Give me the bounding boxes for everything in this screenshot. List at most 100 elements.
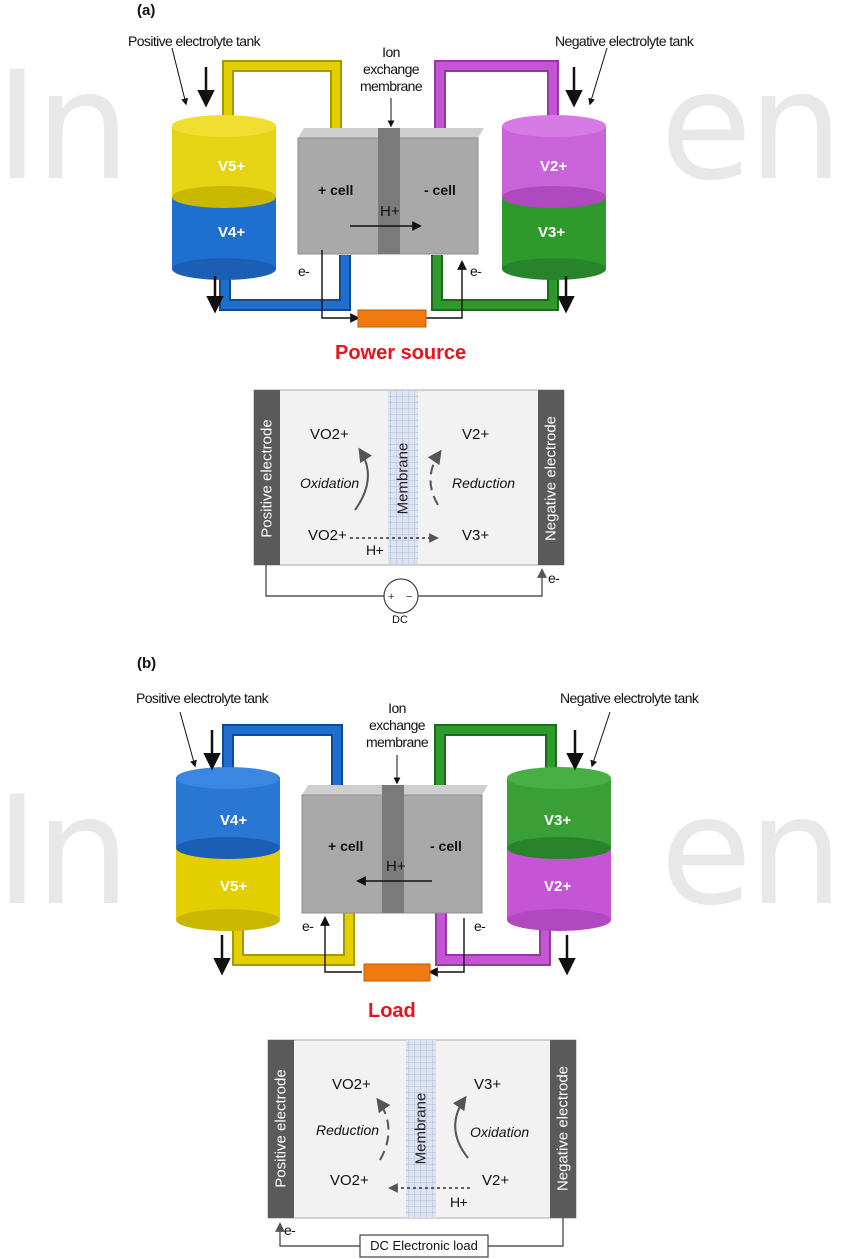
electrode-pos-label-a: Positive electrode <box>258 419 276 538</box>
dc-source-a <box>383 578 419 614</box>
pos-cell-label-a: + cell <box>318 182 354 198</box>
membrane-callout-line1-a: Ion <box>382 44 400 60</box>
tank-neg-top-species-b: V3+ <box>544 812 572 829</box>
resistor-a <box>357 309 427 328</box>
schem-proton-b: H+ <box>450 1194 468 1210</box>
wire-right-a <box>426 260 467 319</box>
neg-cell-label-a: - cell <box>424 182 456 198</box>
callout-positive-tank-b <box>179 711 197 768</box>
tank-pos-bottom-species-b: V5+ <box>220 878 248 895</box>
schem-proton-a: H+ <box>366 542 384 558</box>
electron-left-label-b: e- <box>302 918 314 934</box>
electrode-pos-label-b: Positive electrode <box>272 1069 290 1188</box>
electron-right-label-b: e- <box>474 918 486 934</box>
oxidation-arrow-a <box>354 447 372 511</box>
positive-tank-b <box>176 767 280 931</box>
watermark-right-bottom: en <box>660 765 843 939</box>
neg-cell-label-b: - cell <box>430 838 462 854</box>
process-left-a: Oxidation <box>300 475 360 491</box>
schem-electron-a: e- <box>548 570 560 586</box>
circuit-left-b <box>275 1222 360 1247</box>
panel-b-label: (b) <box>137 655 157 672</box>
negative-tank-label-a: Negative electrolyte tank <box>555 33 694 49</box>
membrane-callout-b: Ion exchange membrane <box>352 700 442 751</box>
svg-text:+: + <box>388 591 394 603</box>
species-bottom-left-b: VO2+ <box>330 1172 369 1189</box>
species-top-left-b: VO2+ <box>332 1076 371 1093</box>
membrane-callout-a: Ion exchange membrane <box>346 44 436 95</box>
load-resistor-b <box>363 963 431 982</box>
wire-right-b <box>428 918 465 977</box>
panel-b-title: Load <box>368 1000 416 1022</box>
negative-tank-a <box>502 115 606 280</box>
electrode-negative-b <box>550 1040 576 1218</box>
watermark-right-top: en <box>660 40 843 214</box>
svg-text:−: − <box>406 591 412 603</box>
process-right-a: Reduction <box>452 475 516 491</box>
electrode-positive-b <box>268 1040 294 1218</box>
tank-neg-bottom-species-b: V2+ <box>544 878 572 895</box>
panel-b-3d <box>176 711 611 982</box>
oxidation-arrow-b <box>452 1095 469 1159</box>
dc-source-label-a: DC <box>392 614 408 626</box>
tank-neg-top-species-a: V2+ <box>540 158 568 175</box>
dc-load-label-b: DC Electronic load <box>370 1238 478 1253</box>
schem-electron-b: e- <box>284 1222 296 1238</box>
membrane-callout-line2-b: exchange <box>369 717 426 733</box>
reduction-arrow-a <box>427 449 442 506</box>
membrane-callout-line3-a: membrane <box>359 78 423 94</box>
electrode-neg-label-b: Negative electrode <box>554 1065 572 1192</box>
proton-label-a: H+ <box>380 203 400 220</box>
callout-positive-tank-a <box>171 47 189 106</box>
electrode-positive-a <box>254 390 280 565</box>
process-right-b: Oxidation <box>470 1124 530 1140</box>
species-bottom-left-a: VO2+ <box>308 527 347 544</box>
tank-neg-bottom-species-a: V3+ <box>538 224 566 241</box>
membrane-a <box>388 390 418 565</box>
reduction-arrow-b <box>376 1097 391 1161</box>
wire-left-b <box>320 916 362 973</box>
tank-pos-bottom-species-a: V4+ <box>218 224 246 241</box>
negative-tank-label-b: Negative electrolyte tank <box>560 690 699 706</box>
proton-label-b: H+ <box>386 858 406 875</box>
negative-tank-b <box>507 767 611 931</box>
panel-a-label: (a) <box>137 2 156 19</box>
pos-cell-label-b: + cell <box>328 838 364 854</box>
process-left-b: Reduction <box>316 1122 380 1138</box>
callout-negative-tank-a <box>588 47 608 106</box>
electron-right-label-a: e- <box>470 263 482 279</box>
membrane-callout-line1-b: Ion <box>388 700 406 716</box>
dc-load-box-b <box>359 1234 489 1258</box>
membrane-callout-line2-a: exchange <box>363 61 420 77</box>
wire-left-a <box>321 250 360 323</box>
electron-left-label-a: e- <box>298 263 310 279</box>
species-top-right-a: V2+ <box>462 426 490 443</box>
circuit-right-b <box>488 1218 564 1247</box>
tank-pos-top-species-a: V5+ <box>218 158 246 175</box>
circuit-left-a <box>265 565 384 597</box>
membrane-label-a: Membrane <box>394 442 412 515</box>
cell-block-a <box>297 128 484 255</box>
positive-tank-label-a: Positive electrolyte tank <box>128 33 261 49</box>
circuit-right-a <box>418 568 547 597</box>
panel-a-title: Power source <box>335 342 467 364</box>
watermark-left-bottom: In <box>0 765 130 939</box>
species-bottom-right-a: V3+ <box>462 527 490 544</box>
panel-a-3d <box>171 47 608 328</box>
electrode-neg-label-a: Negative electrode <box>542 415 560 542</box>
membrane-callout-line3-b: membrane <box>365 734 429 750</box>
species-top-right-b: V3+ <box>474 1076 502 1093</box>
tank-pos-top-species-b: V4+ <box>220 812 248 829</box>
membrane-label-b: Membrane <box>412 1092 430 1165</box>
species-bottom-right-b: V2+ <box>482 1172 510 1189</box>
cell-block-b <box>301 785 488 914</box>
species-top-left-a: VO2+ <box>310 426 349 443</box>
positive-tank-label-b: Positive electrolyte tank <box>136 690 269 706</box>
positive-tank-a <box>172 115 276 280</box>
watermark-left-top: In <box>0 40 130 214</box>
electrode-negative-a <box>538 390 564 565</box>
callout-negative-tank-b <box>590 711 611 768</box>
schematic-a: + − <box>253 389 565 614</box>
schematic-b <box>267 1039 577 1258</box>
